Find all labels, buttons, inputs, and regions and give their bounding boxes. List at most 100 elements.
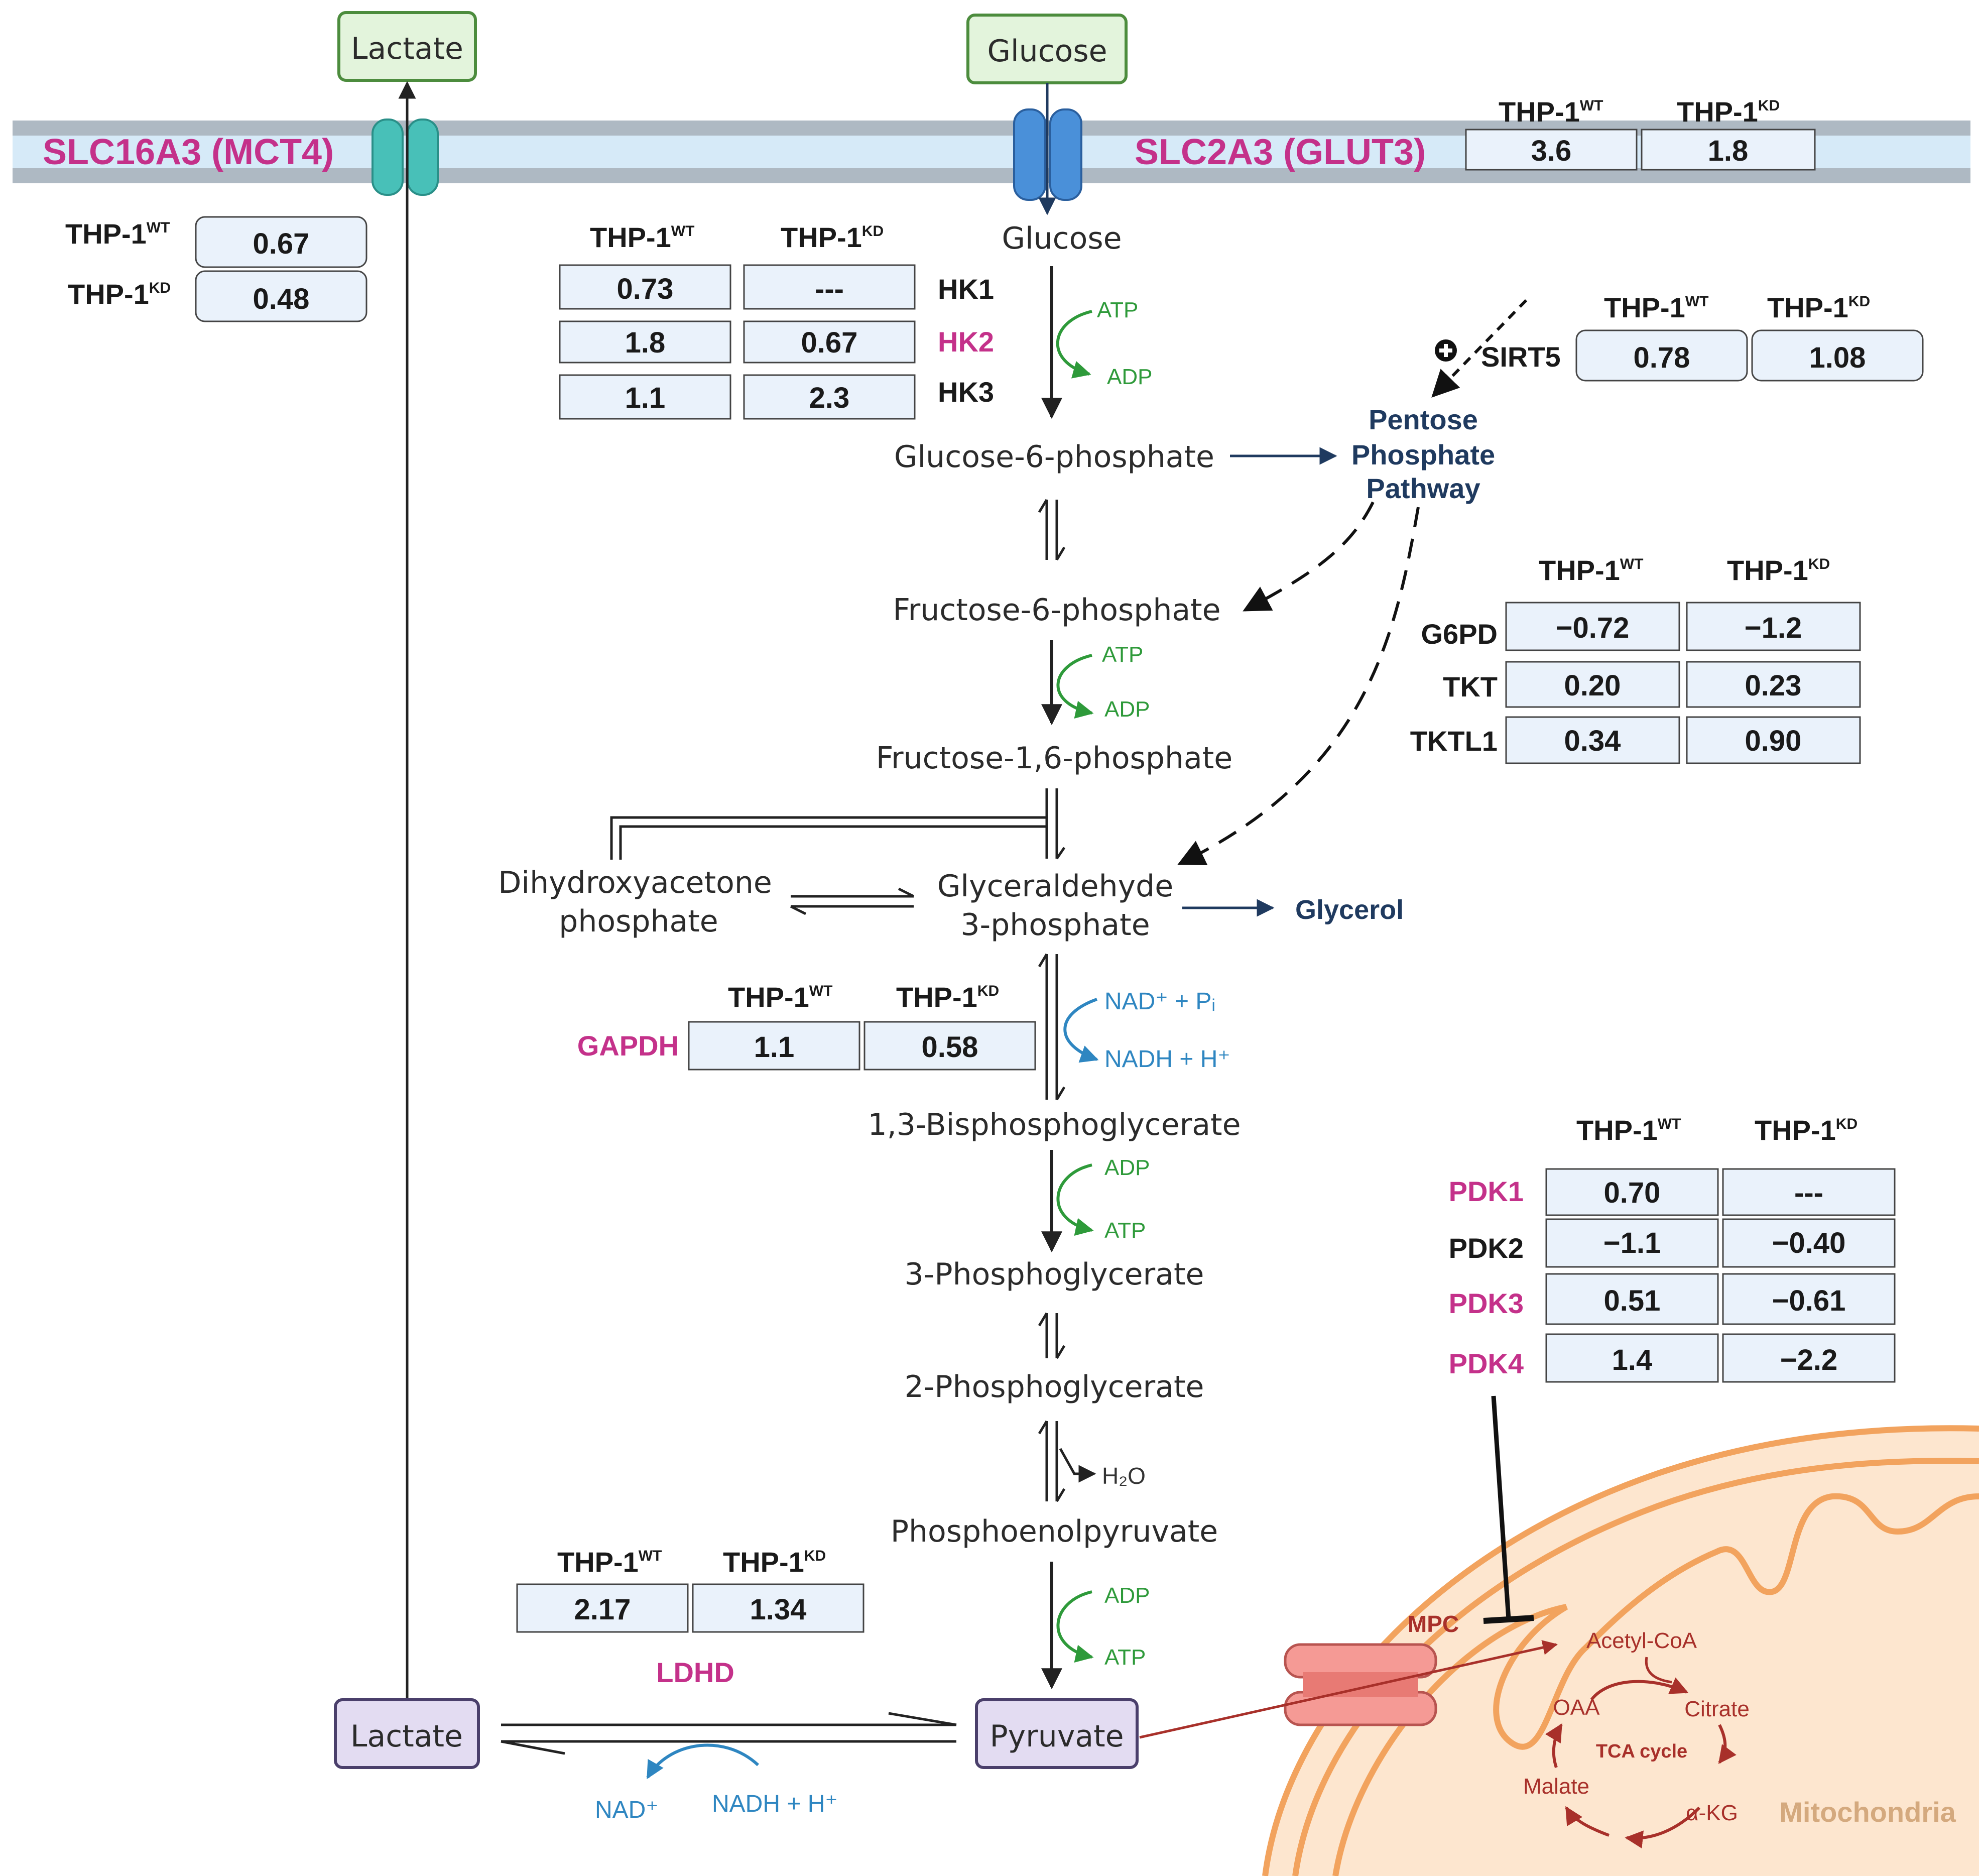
gapdh-cofactor-arc <box>1063 998 1099 1063</box>
lactate-out-label: Lactate <box>351 31 463 66</box>
ppp-table: THP-1WT THP-1KD G6PD TKT TKTL1 −0.72 −1.… <box>1410 554 1861 764</box>
glut3-wt-value: 3.6 <box>1531 135 1572 167</box>
pgm-equilibrium-arrow <box>1038 1312 1066 1359</box>
lactate-out-box: Lactate <box>337 11 477 82</box>
ldhd-wt-header: THP-1WT <box>557 1546 662 1578</box>
hk-cofactor-arc <box>1056 310 1092 379</box>
ldhd-kd-header: THP-1KD <box>723 1546 826 1578</box>
gapdh-wt-header: THP-1WT <box>728 981 832 1013</box>
tkt-wt-value: 0.20 <box>1564 669 1621 702</box>
hk-wt-header: THP-1WT <box>590 221 694 253</box>
glut3-transporter-icon <box>1013 108 1082 201</box>
glucose-out-box: Glucose <box>966 14 1128 84</box>
tkt-kd-value: 0.23 <box>1745 669 1802 702</box>
ldh-cofactor-arc <box>646 1743 760 1780</box>
tca-cycle: Acetyl-CoA Citrate α-KG Malate OAA TCA c… <box>1523 1628 1750 1849</box>
tktl1-kd-value: 0.90 <box>1745 725 1802 757</box>
hk2-gene-label: HK2 <box>938 326 994 358</box>
lactate-in-label: Lactate <box>350 1719 463 1754</box>
mct4-kd-header: THP-1KD <box>68 278 171 310</box>
mct4-wt-header: THP-1WT <box>65 218 170 250</box>
pdk4-gene-label: PDK4 <box>1449 1348 1524 1379</box>
pdk2-gene-label: PDK2 <box>1449 1232 1524 1264</box>
gapdh-table: THP-1WT THP-1KD GAPDH 1.1 0.58 <box>577 981 1036 1071</box>
hk-kd-header: THP-1KD <box>781 221 884 253</box>
dhap-metabolite-line1: Dihydroxyacetone <box>498 865 772 900</box>
glucose-out-label: Glucose <box>987 34 1107 69</box>
g6p-f6p-equilibrium-arrow <box>1038 499 1066 561</box>
dhap-metabolite-line2: phosphate <box>559 904 718 939</box>
pdk2-wt-value: −1.1 <box>1603 1227 1661 1259</box>
sirt5-kd-header: THP-1KD <box>1767 292 1870 323</box>
mct4-table: THP-1WT 0.67 THP-1KD 0.48 <box>65 216 367 322</box>
hk-adp-label: ADP <box>1107 365 1152 389</box>
ldhd-kd-value: 1.34 <box>750 1593 807 1626</box>
pdk-wt-header: THP-1WT <box>1576 1114 1681 1146</box>
pgk-atp-label: ATP <box>1104 1218 1146 1243</box>
pdk3-kd-value: −0.61 <box>1772 1284 1846 1317</box>
hk1-gene-label: HK1 <box>938 273 994 305</box>
pep-metabolite: Phosphoenolpyruvate <box>891 1514 1218 1549</box>
pdk3-gene-label: PDK3 <box>1449 1287 1524 1319</box>
ppp-label-line3: Pathway <box>1366 473 1480 504</box>
sirt5-wt-value: 0.78 <box>1634 341 1690 374</box>
mitochondria <box>1262 1425 1979 1876</box>
gapdh-nadh-label: NADH + H⁺ <box>1104 1046 1230 1073</box>
enolase-water-arrow <box>1059 1448 1096 1483</box>
ldh-nad-label: NAD⁺ <box>595 1797 659 1823</box>
pfk-cofactor-arc <box>1056 654 1094 719</box>
lactate-in-box: Lactate <box>334 1698 480 1769</box>
sirt5-wt-header: THP-1WT <box>1604 292 1708 323</box>
acetylcoa-label: Acetyl-CoA <box>1586 1628 1697 1653</box>
pk-atp-label: ATP <box>1104 1645 1146 1670</box>
pfk-atp-label: ATP <box>1102 642 1143 667</box>
sirt5-plus-icon <box>1435 339 1457 362</box>
tktl1-gene-label: TKTL1 <box>1410 725 1498 757</box>
ppp-label-line1: Pentose <box>1369 404 1478 435</box>
g6pd-gene-label: G6PD <box>1421 618 1498 650</box>
hk3-gene-label: HK3 <box>938 376 994 408</box>
g6pd-wt-value: −0.72 <box>1556 612 1630 644</box>
sirt5-table: SIRT5 THP-1WT THP-1KD 0.78 1.08 <box>1481 292 1924 382</box>
gapdh-equilibrium-arrow <box>1038 953 1066 1101</box>
f16bp-metabolite: Fructose-1,6-phosphate <box>876 741 1232 776</box>
g6p-metabolite: Glucose-6-phosphate <box>894 439 1214 475</box>
gapdh-nad-pi-label: NAD⁺ + Pᵢ <box>1104 988 1215 1015</box>
pdk4-kd-value: −2.2 <box>1780 1344 1838 1376</box>
pdk3-wt-value: 0.51 <box>1604 1284 1661 1317</box>
ldh-nadh-label: NADH + H⁺ <box>712 1791 838 1817</box>
bpg-metabolite: 1,3-Bisphosphoglycerate <box>868 1107 1241 1142</box>
mct4-label: SLC16A3 (MCT4) <box>43 132 334 172</box>
enolase-equilibrium-arrow <box>1038 1420 1066 1502</box>
pfk-adp-label: ADP <box>1104 697 1150 722</box>
tpi-equilibrium-arrow <box>790 887 915 915</box>
tca-cycle-label: TCA cycle <box>1596 1741 1687 1762</box>
glut3-wt-header: THP-1WT <box>1499 96 1603 128</box>
gapdh-kd-value: 0.58 <box>922 1031 978 1064</box>
glucose-metabolite: Glucose <box>1002 221 1122 256</box>
pgk-adp-label: ADP <box>1104 1155 1150 1180</box>
pdk1-wt-value: 0.70 <box>1604 1177 1661 1209</box>
h2o-label: H₂O <box>1102 1463 1146 1489</box>
gapdh-kd-header: THP-1KD <box>896 981 999 1013</box>
pdk2-kd-value: −0.40 <box>1772 1227 1846 1259</box>
sirt5-activation-arrow <box>1431 299 1528 398</box>
mitochondria-label: Mitochondria <box>1779 1796 1956 1828</box>
gap-metabolite-line2: 3-phosphate <box>960 907 1150 943</box>
ppp-to-gap-arrow <box>1177 507 1420 865</box>
glut3-label: SLC2A3 (GLUT3) <box>1135 132 1426 172</box>
hk2-kd-value: 0.67 <box>801 326 858 359</box>
mct4-wt-value: 0.67 <box>253 227 310 260</box>
sirt5-gene-label: SIRT5 <box>1481 341 1561 373</box>
pdk-inhibition-bar <box>1483 1615 1534 1624</box>
f6p-metabolite: Fructose-6-phosphate <box>893 593 1220 628</box>
hk3-kd-value: 2.3 <box>809 382 850 414</box>
malate-label: Malate <box>1523 1774 1589 1799</box>
glut3-table: THP-1WT THP-1KD 3.6 1.8 <box>1465 96 1816 171</box>
pgk-cofactor-arc <box>1056 1163 1094 1236</box>
hk1-wt-value: 0.73 <box>617 273 674 305</box>
tkt-gene-label: TKT <box>1443 671 1498 702</box>
pdk1-kd-value: --- <box>1794 1177 1823 1209</box>
pk-adp-label: ADP <box>1104 1583 1150 1608</box>
